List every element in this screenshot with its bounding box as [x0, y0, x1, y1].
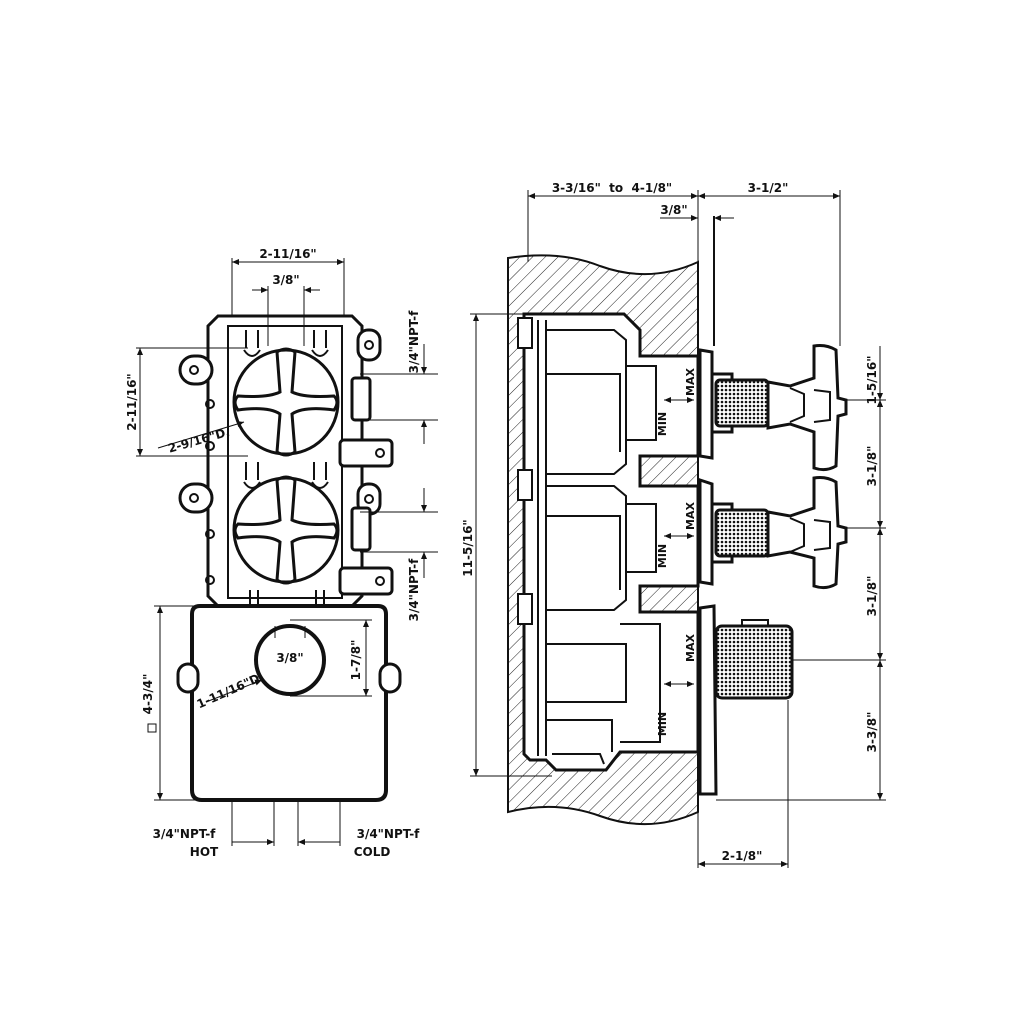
dim-depth-range: 3-3/16" to 4-1/8" — [552, 181, 672, 195]
label-max-2: MAX — [684, 502, 697, 530]
valve-body — [517, 312, 700, 772]
label-min-2: MIN — [656, 544, 669, 568]
port-bottom-right-label: COLD — [354, 845, 391, 859]
dim-bottom: 3-3/8" — [865, 712, 879, 753]
port-bottom-right: 3/4"NPT-f — [357, 827, 421, 841]
lower-cross-handle — [232, 475, 340, 585]
upper-valve-housing — [178, 314, 394, 608]
side-view: MAX MIN MAX MIN MAX MIN — [461, 181, 886, 868]
port-bottom-left: 3/4"NPT-f — [153, 827, 217, 841]
dim-plate: 3/8" — [660, 203, 687, 217]
side-dimensions — [470, 190, 886, 868]
port-right-upper: 3/4"NPT-f — [407, 310, 421, 374]
trim-plates — [698, 216, 718, 796]
middle-handle-side — [710, 476, 848, 590]
dim-trim-depth: 3-1/2" — [748, 181, 789, 195]
port-right-lower: 3/4"NPT-f — [407, 558, 421, 622]
label-min-3: MIN — [656, 712, 669, 736]
dim-handle-1: 1-5/16" — [865, 355, 879, 404]
front-view: 2-11/16" 3/8" 2-11/16" 2-9/16"D. 3/4"NPT… — [125, 247, 438, 859]
dim-diameter-upper: 2-9/16"D. — [166, 425, 231, 456]
front-dimensions — [136, 258, 438, 846]
label-min-1: MIN — [656, 412, 669, 436]
dim-spacing-2: 3-1/8" — [865, 576, 879, 617]
dim-box-height: 1-7/8" — [349, 640, 363, 681]
dim-knob-depth: 2-1/8" — [722, 849, 763, 863]
dim-top-width: 2-11/16" — [259, 247, 316, 261]
min-max-indicators: MAX MIN MAX MIN MAX MIN — [656, 368, 697, 737]
diverter-knob-side — [714, 619, 794, 700]
dim-spacing-1: 3-1/8" — [865, 446, 879, 487]
upper-cross-handle — [232, 347, 340, 457]
dim-box-square: 4-3/4" — [141, 674, 155, 715]
port-bottom-left-label: HOT — [190, 845, 219, 859]
label-max-3: MAX — [684, 634, 697, 662]
side-dimension-labels: 3-3/16" to 4-1/8" 3-1/2" 3/8" 11-5/16" 1… — [461, 181, 879, 863]
label-max-1: MAX — [684, 368, 697, 396]
dim-left-height: 2-11/16" — [125, 373, 139, 430]
dim-box-offset: 3/8" — [276, 651, 303, 665]
upper-handle-side — [710, 344, 848, 472]
dim-top-offset: 3/8" — [272, 273, 299, 287]
dim-total-height: 11-5/16" — [461, 519, 475, 576]
diverter-box — [176, 604, 402, 802]
